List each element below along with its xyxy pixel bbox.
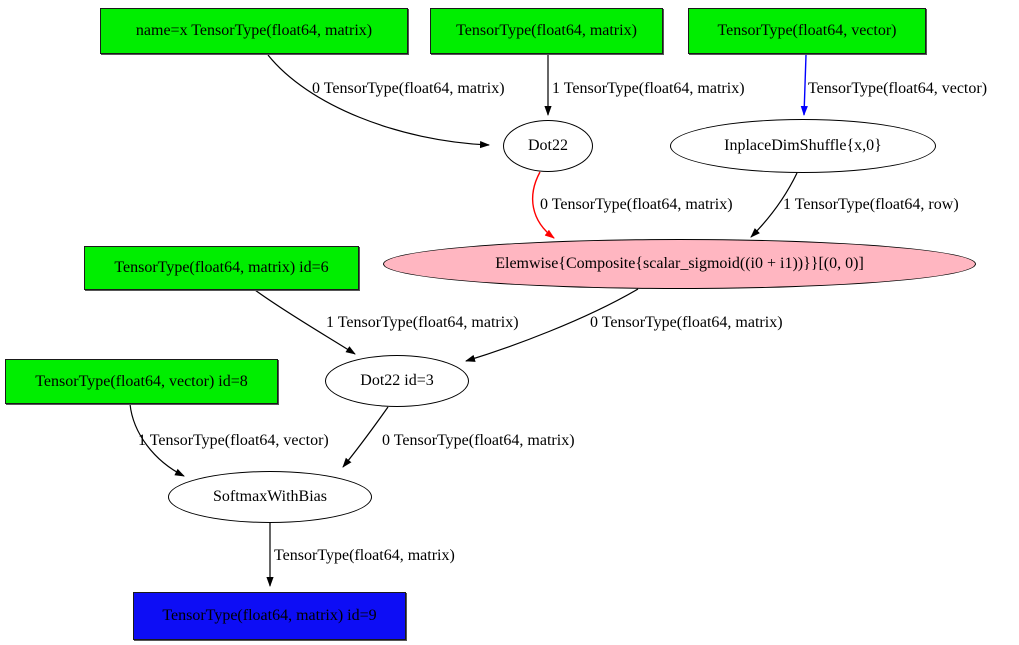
node-input-id6: TensorType(float64, matrix) id=6 [84,246,359,290]
node-dot22: Dot22 [503,120,593,172]
edge-label-elemwise-dot22id3: 0 TensorType(float64, matrix) [590,314,783,331]
node-inplacedimshuffle: InplaceDimShuffle{x,0} [670,119,936,173]
edge-dot22id3-softmax [342,406,389,468]
node-output-id9: TensorType(float64, matrix) id=9 [133,592,406,640]
node-input-x: name=x TensorType(float64, matrix) [100,8,408,54]
edge-id6-dot22id3 [254,289,356,355]
edge-elemwise-dot22id3 [465,288,639,362]
edge-label-x-dot22: 0 TensorType(float64, matrix) [312,80,505,97]
node-input-w: TensorType(float64, matrix) [430,8,663,54]
node-input-v: TensorType(float64, vector) [688,8,926,54]
edge-label-id6-dot22id3: 1 TensorType(float64, matrix) [326,314,519,331]
edge-dot22-elemwise [531,171,555,239]
edge-label-id8-softmax: 1 TensorType(float64, vector) [138,432,329,449]
edge-dimshuffle-elemwise [750,172,798,238]
node-dot22-id3: Dot22 id=3 [325,355,469,407]
edge-label-w-dot22: 1 TensorType(float64, matrix) [552,80,745,97]
node-input-id8: TensorType(float64, vector) id=8 [5,359,278,404]
node-elemwise-sigmoid: Elemwise{Composite{scalar_sigmoid((i0 + … [383,239,976,289]
edge-label-dimshuffle-elemwise: 1 TensorType(float64, row) [783,196,959,213]
edge-id8-softmax [129,403,185,477]
edge-v-dimshuffle [800,54,808,116]
edge-label-v-dimshuffle: TensorType(float64, vector) [808,80,988,97]
edge-label-dot22id3-softmax: 0 TensorType(float64, matrix) [382,432,575,449]
edge-label-softmax-id9: TensorType(float64, matrix) [274,547,455,564]
edge-label-dot22-elemwise: 0 TensorType(float64, matrix) [540,196,733,213]
edge-x-dot22 [267,54,490,149]
node-softmaxwithbias: SoftmaxWithBias [168,471,372,523]
